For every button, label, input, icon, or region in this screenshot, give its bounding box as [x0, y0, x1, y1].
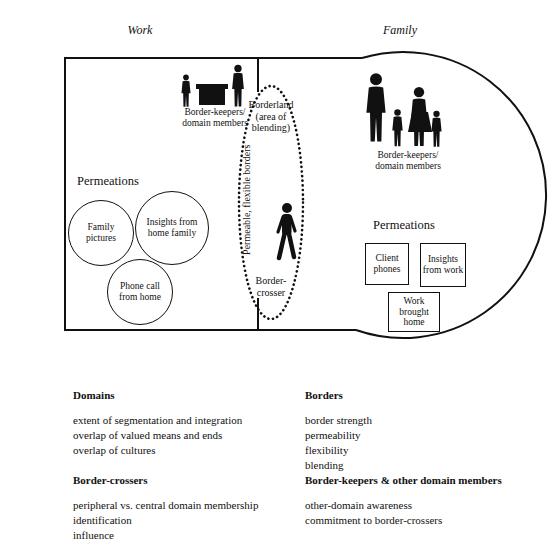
- list-item: commitment to border-crossers: [305, 514, 545, 527]
- child-figure: [431, 111, 441, 147]
- text-holder: Client phones: [365, 243, 409, 285]
- list-item: overlap of valued means and ends: [73, 429, 298, 442]
- border-crosser-figure: [278, 203, 295, 258]
- list-item: Border-keepers/ domain members: [176, 107, 254, 129]
- list-item: flexibility: [305, 444, 545, 457]
- permeation-circle: [108, 260, 173, 325]
- list-item: other-domain awareness: [305, 499, 545, 512]
- list-item: influence: [73, 529, 298, 542]
- permeation-square: [366, 244, 409, 285]
- text-holder: Family pictures: [68, 200, 134, 266]
- permeation-label: Work brought home: [390, 296, 438, 329]
- node-heading: Family: [360, 24, 440, 38]
- permeation-node: Insights from work: [420, 243, 466, 287]
- text-holder: Work brought home: [388, 292, 440, 332]
- skirt-shape: [408, 112, 432, 132]
- node-text: Permeations: [373, 218, 473, 232]
- node-outline: [65, 58, 258, 330]
- family-border-keepers-figures: [366, 73, 441, 147]
- text-holder: Insights from home family: [135, 191, 209, 265]
- list-item: extent of segmentation and integration: [73, 414, 298, 427]
- section-heading: Border-keepers & other domain members: [305, 474, 550, 487]
- permeation-square: [389, 293, 440, 332]
- permeation-node: Work brought home: [388, 292, 440, 332]
- list-item: blending: [305, 459, 545, 472]
- list-item: overlap of cultures: [73, 444, 298, 457]
- permeation-circle: [136, 192, 209, 265]
- section-heading: Borders: [305, 389, 545, 402]
- list-item: permeability: [305, 429, 545, 442]
- permeation-label: Family pictures: [77, 222, 125, 244]
- list-item: peripheral vs. central domain membership: [73, 499, 301, 512]
- seated-figure: [181, 75, 190, 107]
- permeation-label: Insights from work: [422, 254, 464, 276]
- list-item: identification: [73, 514, 298, 527]
- borderland-outline: [239, 86, 303, 319]
- permeation-label: Client phones: [367, 253, 407, 275]
- permeation-square: [421, 244, 466, 287]
- node-text: Permeations: [77, 174, 177, 188]
- node-heading: Borderland (area of blending): [243, 99, 299, 134]
- permeation-node: Family pictures: [68, 200, 134, 266]
- man-figure: [366, 73, 385, 141]
- permeation-node: Client phones: [365, 243, 409, 285]
- desk-body: [199, 89, 225, 105]
- permeation-node: Insights from home family: [135, 191, 209, 265]
- permeation-label: Phone call from home: [113, 281, 167, 303]
- text-holder: Insights from work: [420, 243, 466, 287]
- text-holder: Phone call from home: [107, 259, 173, 325]
- desk-top: [196, 84, 228, 89]
- border-label: Permeable, flexible borders: [241, 130, 253, 270]
- section-heading: Border-crossers: [73, 474, 298, 487]
- work-border-keepers-figures: [181, 65, 243, 107]
- domain-node: FamilyPermeationsClient phonesInsights f…: [260, 52, 546, 338]
- child-figure: [392, 109, 402, 146]
- permeation-label: Insights from home family: [143, 217, 201, 239]
- permeation-node: Phone call from home: [107, 259, 173, 325]
- family-domain-border: [356, 52, 546, 338]
- standing-figure: [232, 65, 244, 107]
- work-domain-border: [65, 58, 362, 330]
- list-item: border strength: [305, 414, 545, 427]
- permeation-circle: [69, 201, 134, 266]
- node-heading: Work: [95, 24, 185, 38]
- node-text: Border-crosser: [243, 275, 299, 298]
- list-item: Border-keepers/ domain members: [368, 150, 448, 172]
- node-outline: [260, 52, 546, 338]
- domain-node: WorkPermeationsFamily picturesInsights f…: [65, 58, 258, 330]
- section-heading: Domains: [73, 389, 293, 402]
